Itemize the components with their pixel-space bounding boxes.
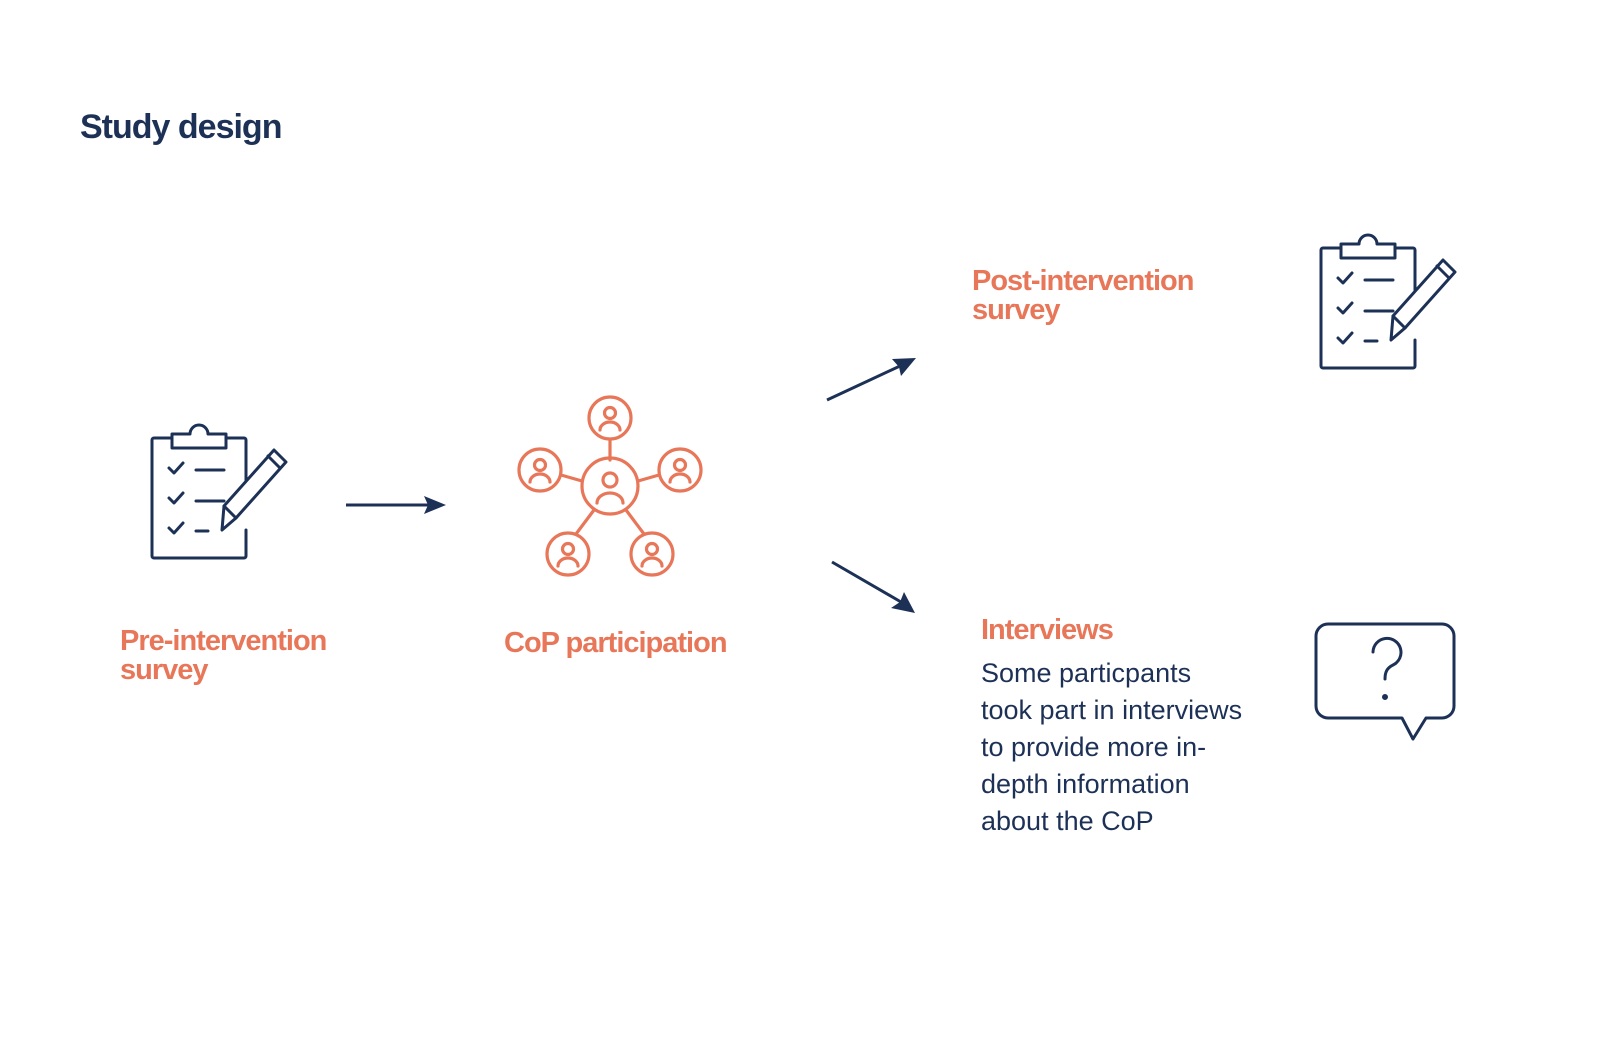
arrow-cop-to-post-survey bbox=[826, 358, 916, 402]
post-survey-label: Post-intervention survey bbox=[972, 265, 1194, 326]
question-speech-bubble-icon bbox=[1314, 622, 1456, 741]
interviews-description: Some particpants took part in interviews… bbox=[981, 658, 1243, 836]
arrow-pre-to-cop bbox=[346, 496, 446, 514]
interviews-label: Interviews bbox=[981, 614, 1114, 646]
pre-survey-label: Pre-intervention survey bbox=[120, 625, 327, 686]
pre-survey-clipboard-icon bbox=[150, 423, 288, 560]
post-survey-clipboard-icon bbox=[1319, 233, 1457, 370]
arrow-cop-to-interviews bbox=[831, 560, 915, 613]
cop-network-icon bbox=[517, 395, 703, 577]
diagram-title: Study design bbox=[80, 108, 282, 146]
cop-label: CoP participation bbox=[504, 627, 728, 659]
